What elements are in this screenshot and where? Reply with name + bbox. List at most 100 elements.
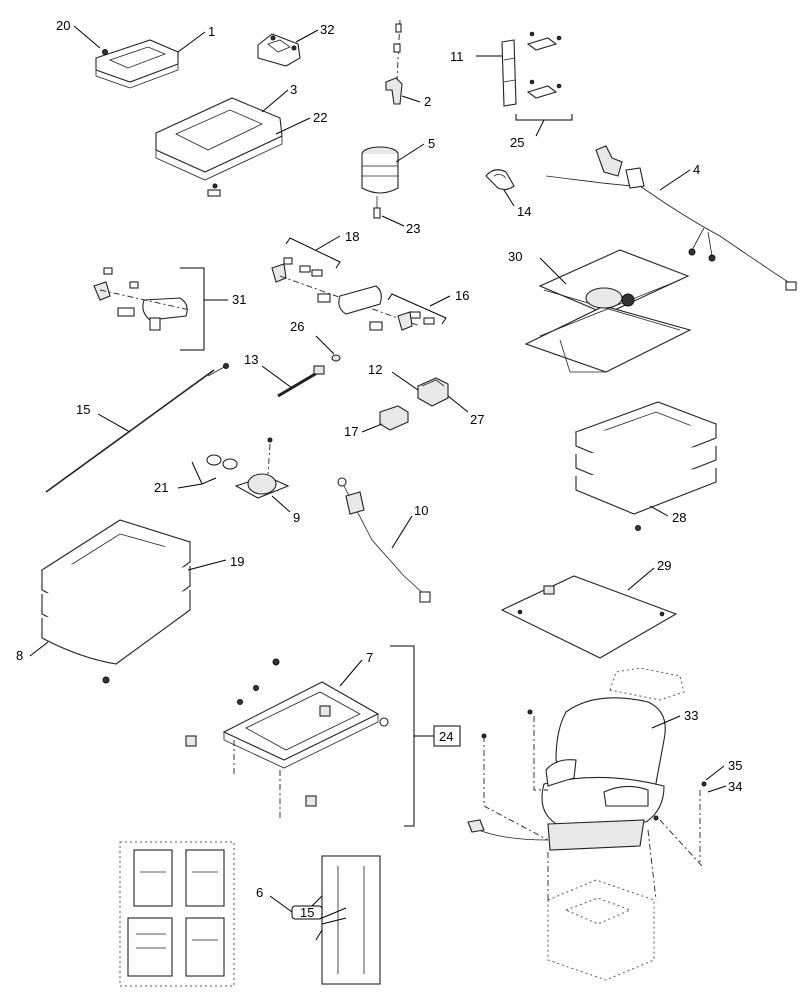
leader-33 [651,715,681,729]
leader-20 [73,25,101,49]
part-32-bracket [257,33,301,67]
leader-6 [269,895,293,913]
leader-5 [395,143,425,163]
callout-34: 34 [728,779,742,794]
callout-6: 6 [256,885,263,900]
callout-1: 1 [208,24,215,39]
part-10-sensor-cable [337,477,431,603]
callout-14: 14 [517,204,531,219]
leader-10 [391,515,413,549]
bracket-31 [180,267,205,351]
leader-12 [391,371,419,391]
callout-5: 5 [428,136,435,151]
callout-8: 8 [16,648,23,663]
leader-28 [649,505,669,517]
leader-8 [29,641,49,657]
callout-24-box [433,725,461,747]
callout-21: 21 [154,480,168,495]
callout-7: 7 [366,650,373,665]
callout-30: 30 [508,249,522,264]
leader-27 [447,395,469,413]
part-18-pivot-kit [271,237,421,327]
callout-10: 10 [414,503,428,518]
leader-22 [275,117,311,135]
leader-4 [659,169,691,191]
part-7-base-frame [185,658,389,820]
part-31-cylinder-kit [93,267,191,331]
leader-18 [315,235,341,251]
callout-4: 4 [693,162,700,177]
callout-18: 18 [345,229,359,244]
callout-11: 11 [450,49,464,64]
leader-6-fan [311,895,347,941]
callout-2: 2 [424,94,431,109]
part-6-decal-strip [321,855,381,985]
part-21-rings [206,454,238,470]
callout-13: 13 [244,352,258,367]
leader-17 [361,423,383,433]
leader-29 [627,567,655,591]
part-6-decal-sheet [119,841,235,987]
callout-16: 16 [455,288,469,303]
part-28-seat-base-stack [574,401,718,531]
callout-29: 29 [657,558,671,573]
part-29-plate [500,575,678,659]
leader-21 [177,483,203,489]
callout-15: 15 [76,402,90,417]
small-decal [291,905,323,920]
part-13-rod [277,365,325,398]
callout-23: 23 [406,221,420,236]
callout-19: 19 [230,554,244,569]
bracket-24 [390,645,415,827]
part-3-slide-frame [155,97,283,197]
callout-17: 17 [344,424,358,439]
leader-25 [535,119,545,137]
leader-34 [707,785,727,793]
callout-24: 24 [439,729,453,744]
part-2-lever [385,19,403,105]
shaft-cylinder [317,285,383,331]
callout-32: 32 [320,22,334,37]
callout-35: 35 [728,758,742,773]
callout-28: 28 [672,510,686,525]
leader-16 [429,295,451,307]
part-26-washer [331,354,341,362]
small-decal-label: 15 [300,905,314,920]
leader-9 [271,495,291,513]
part-30-scissor-suspension [524,249,692,373]
callout-31: 31 [232,292,246,307]
leader-30 [539,257,567,285]
bracket-25 [515,114,573,121]
leader-2 [401,95,421,103]
callout-33: 33 [684,708,698,723]
callout-12: 12 [368,362,382,377]
callout-25: 25 [510,135,524,150]
part-33-seat [467,667,707,981]
part-11-strap [501,39,517,107]
callout-22: 22 [313,110,327,125]
callout-20: 20 [56,18,70,33]
part-9-motor-bracket [234,437,290,499]
part-12-switch [417,377,449,407]
part-5-knob [361,146,399,219]
callout-3: 3 [290,82,297,97]
callout-27: 27 [470,412,484,427]
leader-14 [503,189,515,207]
leader-32 [295,29,319,43]
leader-1 [177,31,206,53]
leader-26 [315,335,335,355]
callout-26: 26 [290,319,304,334]
leader-13 [261,365,293,389]
part-25-brackets [526,31,562,99]
callout-9: 9 [293,510,300,525]
leader-23 [381,215,405,227]
part-4-wire-harness [545,145,797,291]
leader-7 [339,659,363,687]
leader-35 [705,765,725,781]
leader-19 [187,559,227,571]
part-1-seat-plate [95,39,179,89]
leader-15 [97,413,131,433]
part-15-cable [45,363,229,493]
leader-3 [261,89,289,113]
